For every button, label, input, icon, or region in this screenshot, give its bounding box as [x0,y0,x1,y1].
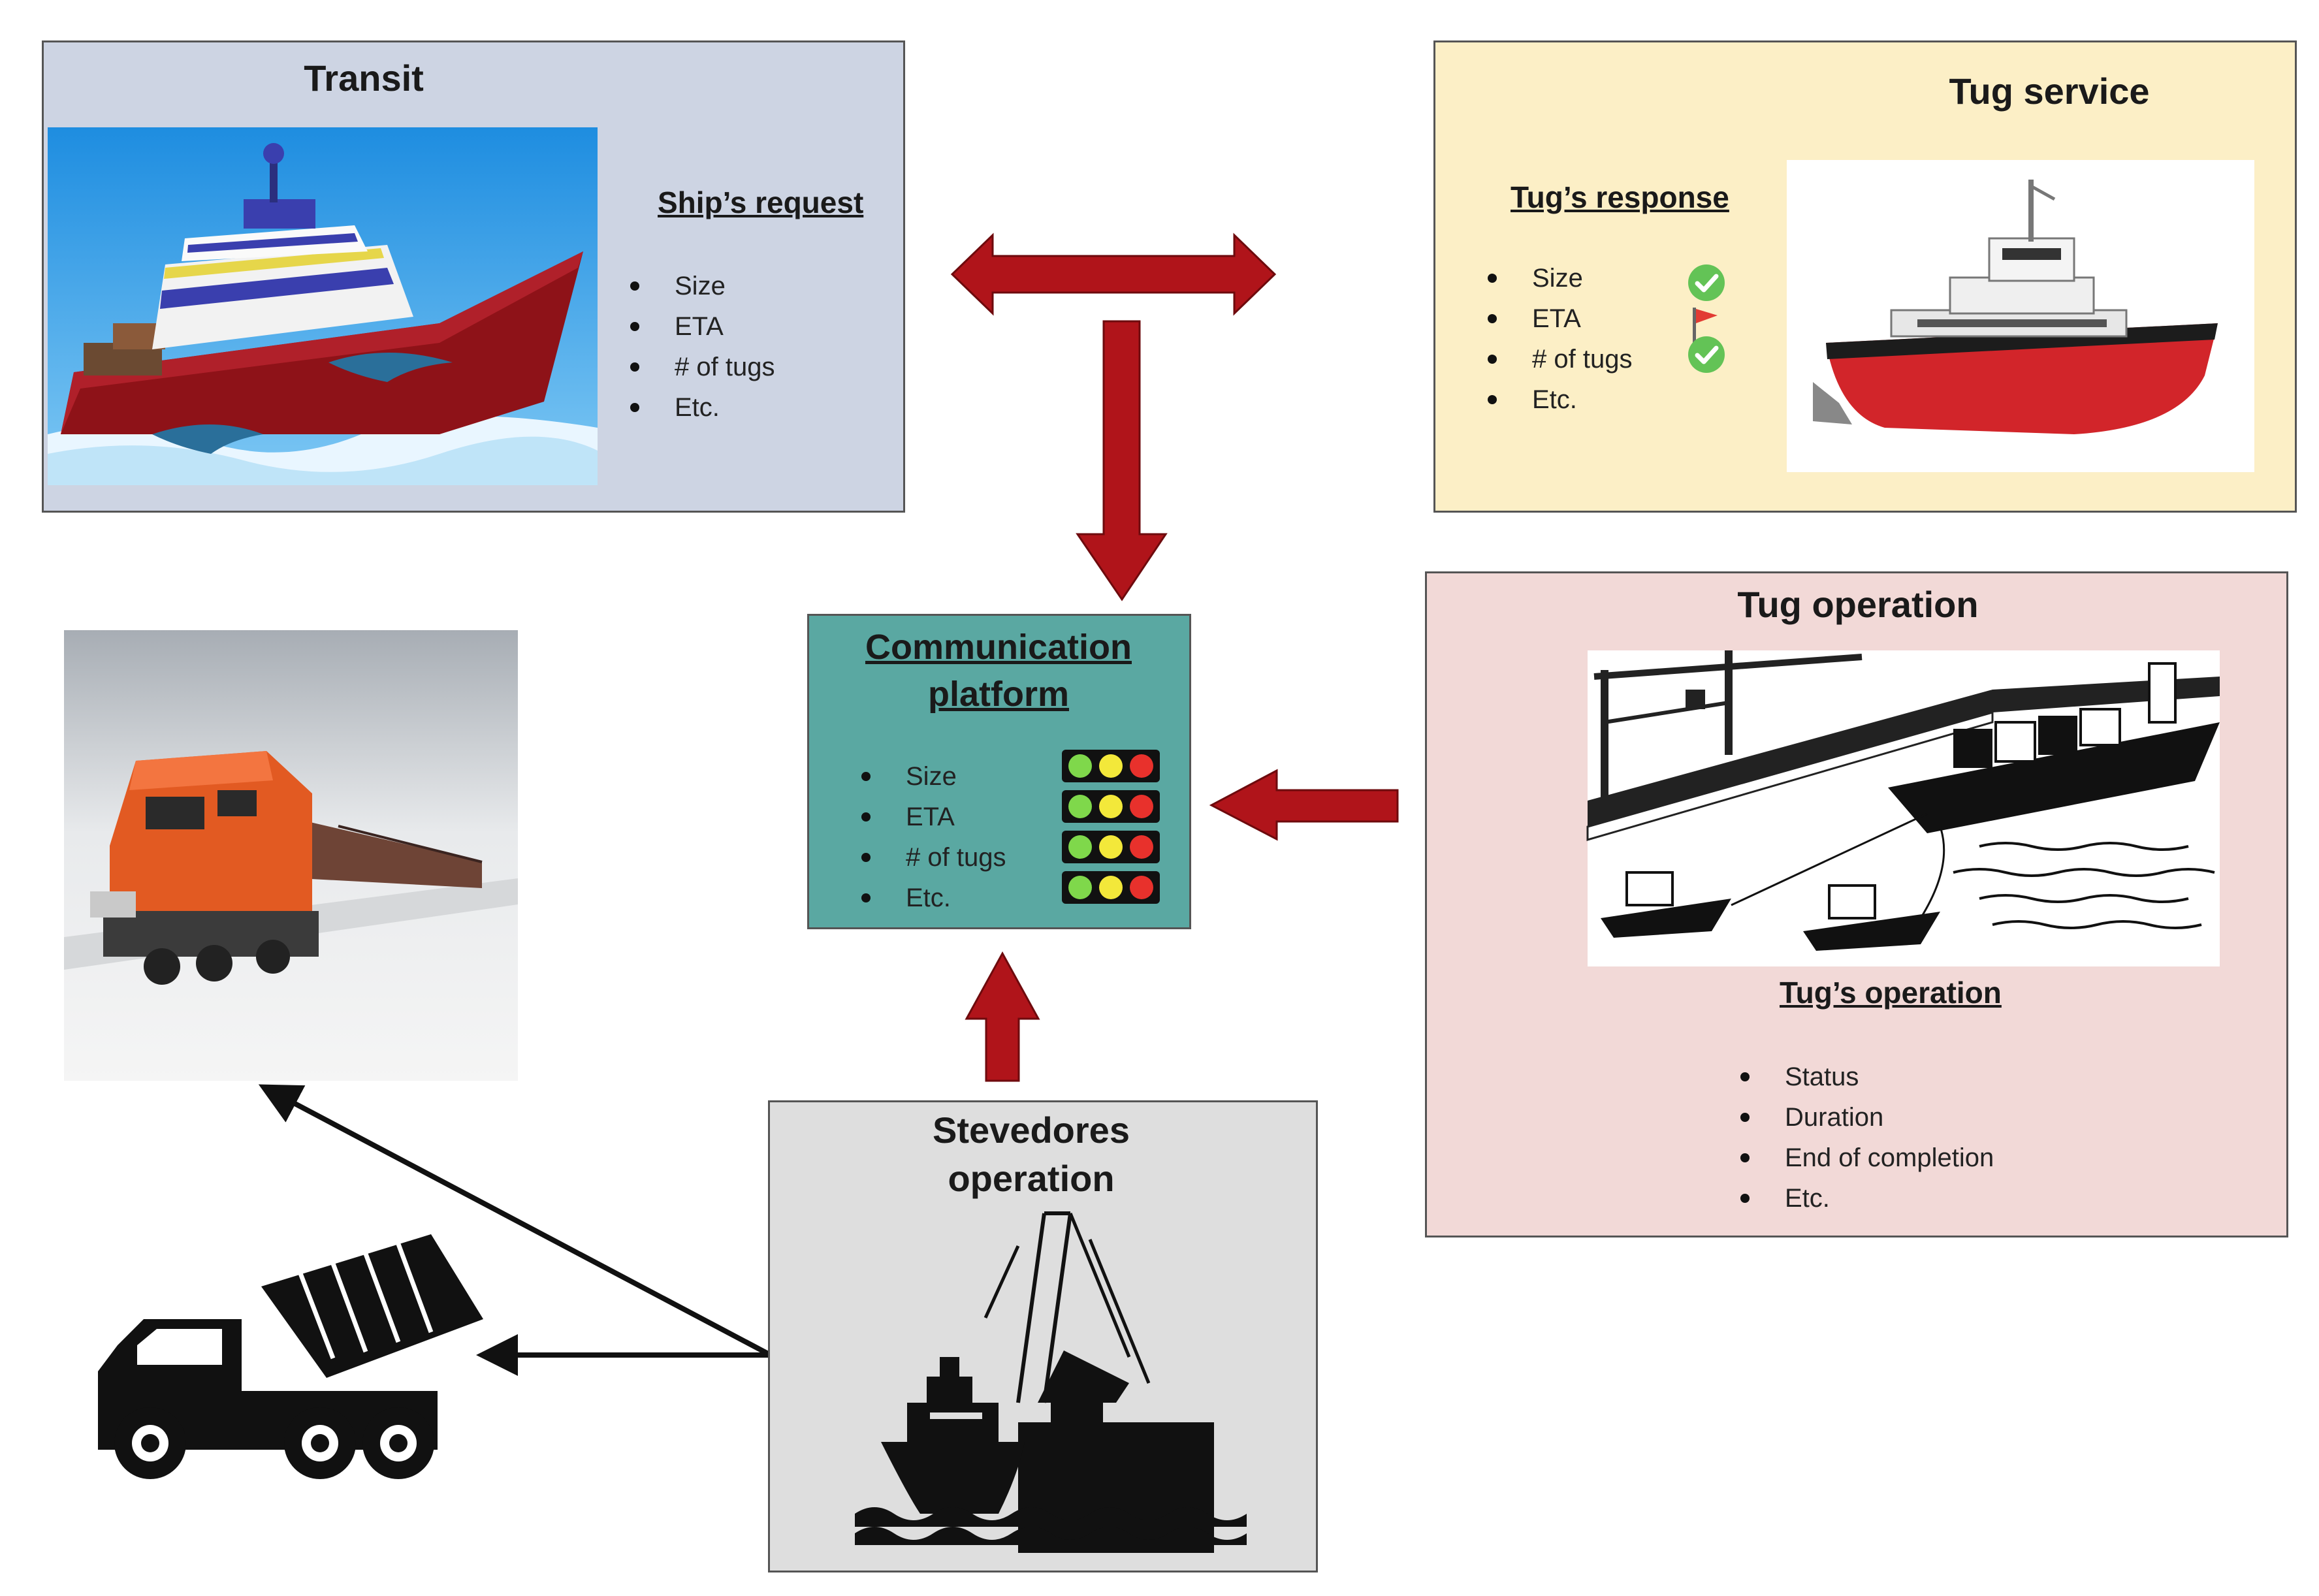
traffic-light-eta [1062,790,1160,823]
port-tugs-sketch-icon [1586,650,2220,966]
transit-box: Transit [42,40,905,513]
double-arrow-transit-tug [950,232,1277,316]
tug-service-box: Tug service Tug’s response Size ETA # of… [1433,40,2297,513]
traffic-light-size [1062,750,1160,782]
ship-request-heading: Ship’s request [658,185,864,219]
tugboat-icon [1787,160,2254,472]
list-item: Etc. [1740,1178,1994,1219]
tug-response-list: Size ETA # of tugs Etc. [1488,258,1632,420]
tug-operation-title: Tug operation [1737,584,1979,625]
list-item: ETA [1488,298,1632,339]
list-item: Etc. [630,387,775,428]
stevedores-box: Stevedores operation [768,1100,1318,1572]
list-item: ETA [861,797,1006,837]
platform-title: Communication platform [865,628,1132,714]
traffic-light-etc [1062,871,1160,904]
icebreaker-ship-icon [48,127,598,485]
list-item: # of tugs [861,837,1006,878]
tug-service-title: Tug service [1949,71,2150,112]
mixer-truck-icon [91,1234,483,1482]
ship-request-list: Size ETA # of tugs Etc. [630,266,775,428]
list-item: End of completion [1740,1138,1994,1178]
stevedores-title: Stevedores operation [933,1109,1130,1199]
freight-train-icon [64,630,518,1081]
list-item: Etc. [1488,379,1632,420]
list-item: # of tugs [630,347,775,387]
check-icon [1687,263,1726,302]
list-item: Duration [1740,1097,1994,1138]
arrow-left-to-platform [1209,769,1399,841]
port-crane-ship-icon [855,1187,1247,1553]
list-item: Status [1740,1057,1994,1097]
flag-icon [1689,305,1721,344]
tug-operation-heading: Tug’s operation [1780,976,2002,1010]
list-item: Etc. [861,878,1006,918]
tug-response-heading: Tug’s response [1511,180,1729,214]
transit-title: Transit [304,57,424,99]
check-icon [1687,335,1726,374]
list-item: # of tugs [1488,339,1632,379]
list-item: Size [1488,258,1632,298]
list-item: Size [630,266,775,306]
traffic-light-tugs [1062,831,1160,863]
platform-list: Size ETA # of tugs Etc. [861,756,1006,918]
arrow-to-train [258,1084,772,1358]
list-item: Size [861,756,1006,797]
list-item: ETA [630,306,775,347]
arrow-up-to-platform [965,951,1040,1082]
tug-operation-list: Status Duration End of completion Etc. [1740,1057,1994,1219]
arrow-down-to-platform [1076,320,1168,601]
tug-operation-box: Tug operation [1425,571,2288,1237]
